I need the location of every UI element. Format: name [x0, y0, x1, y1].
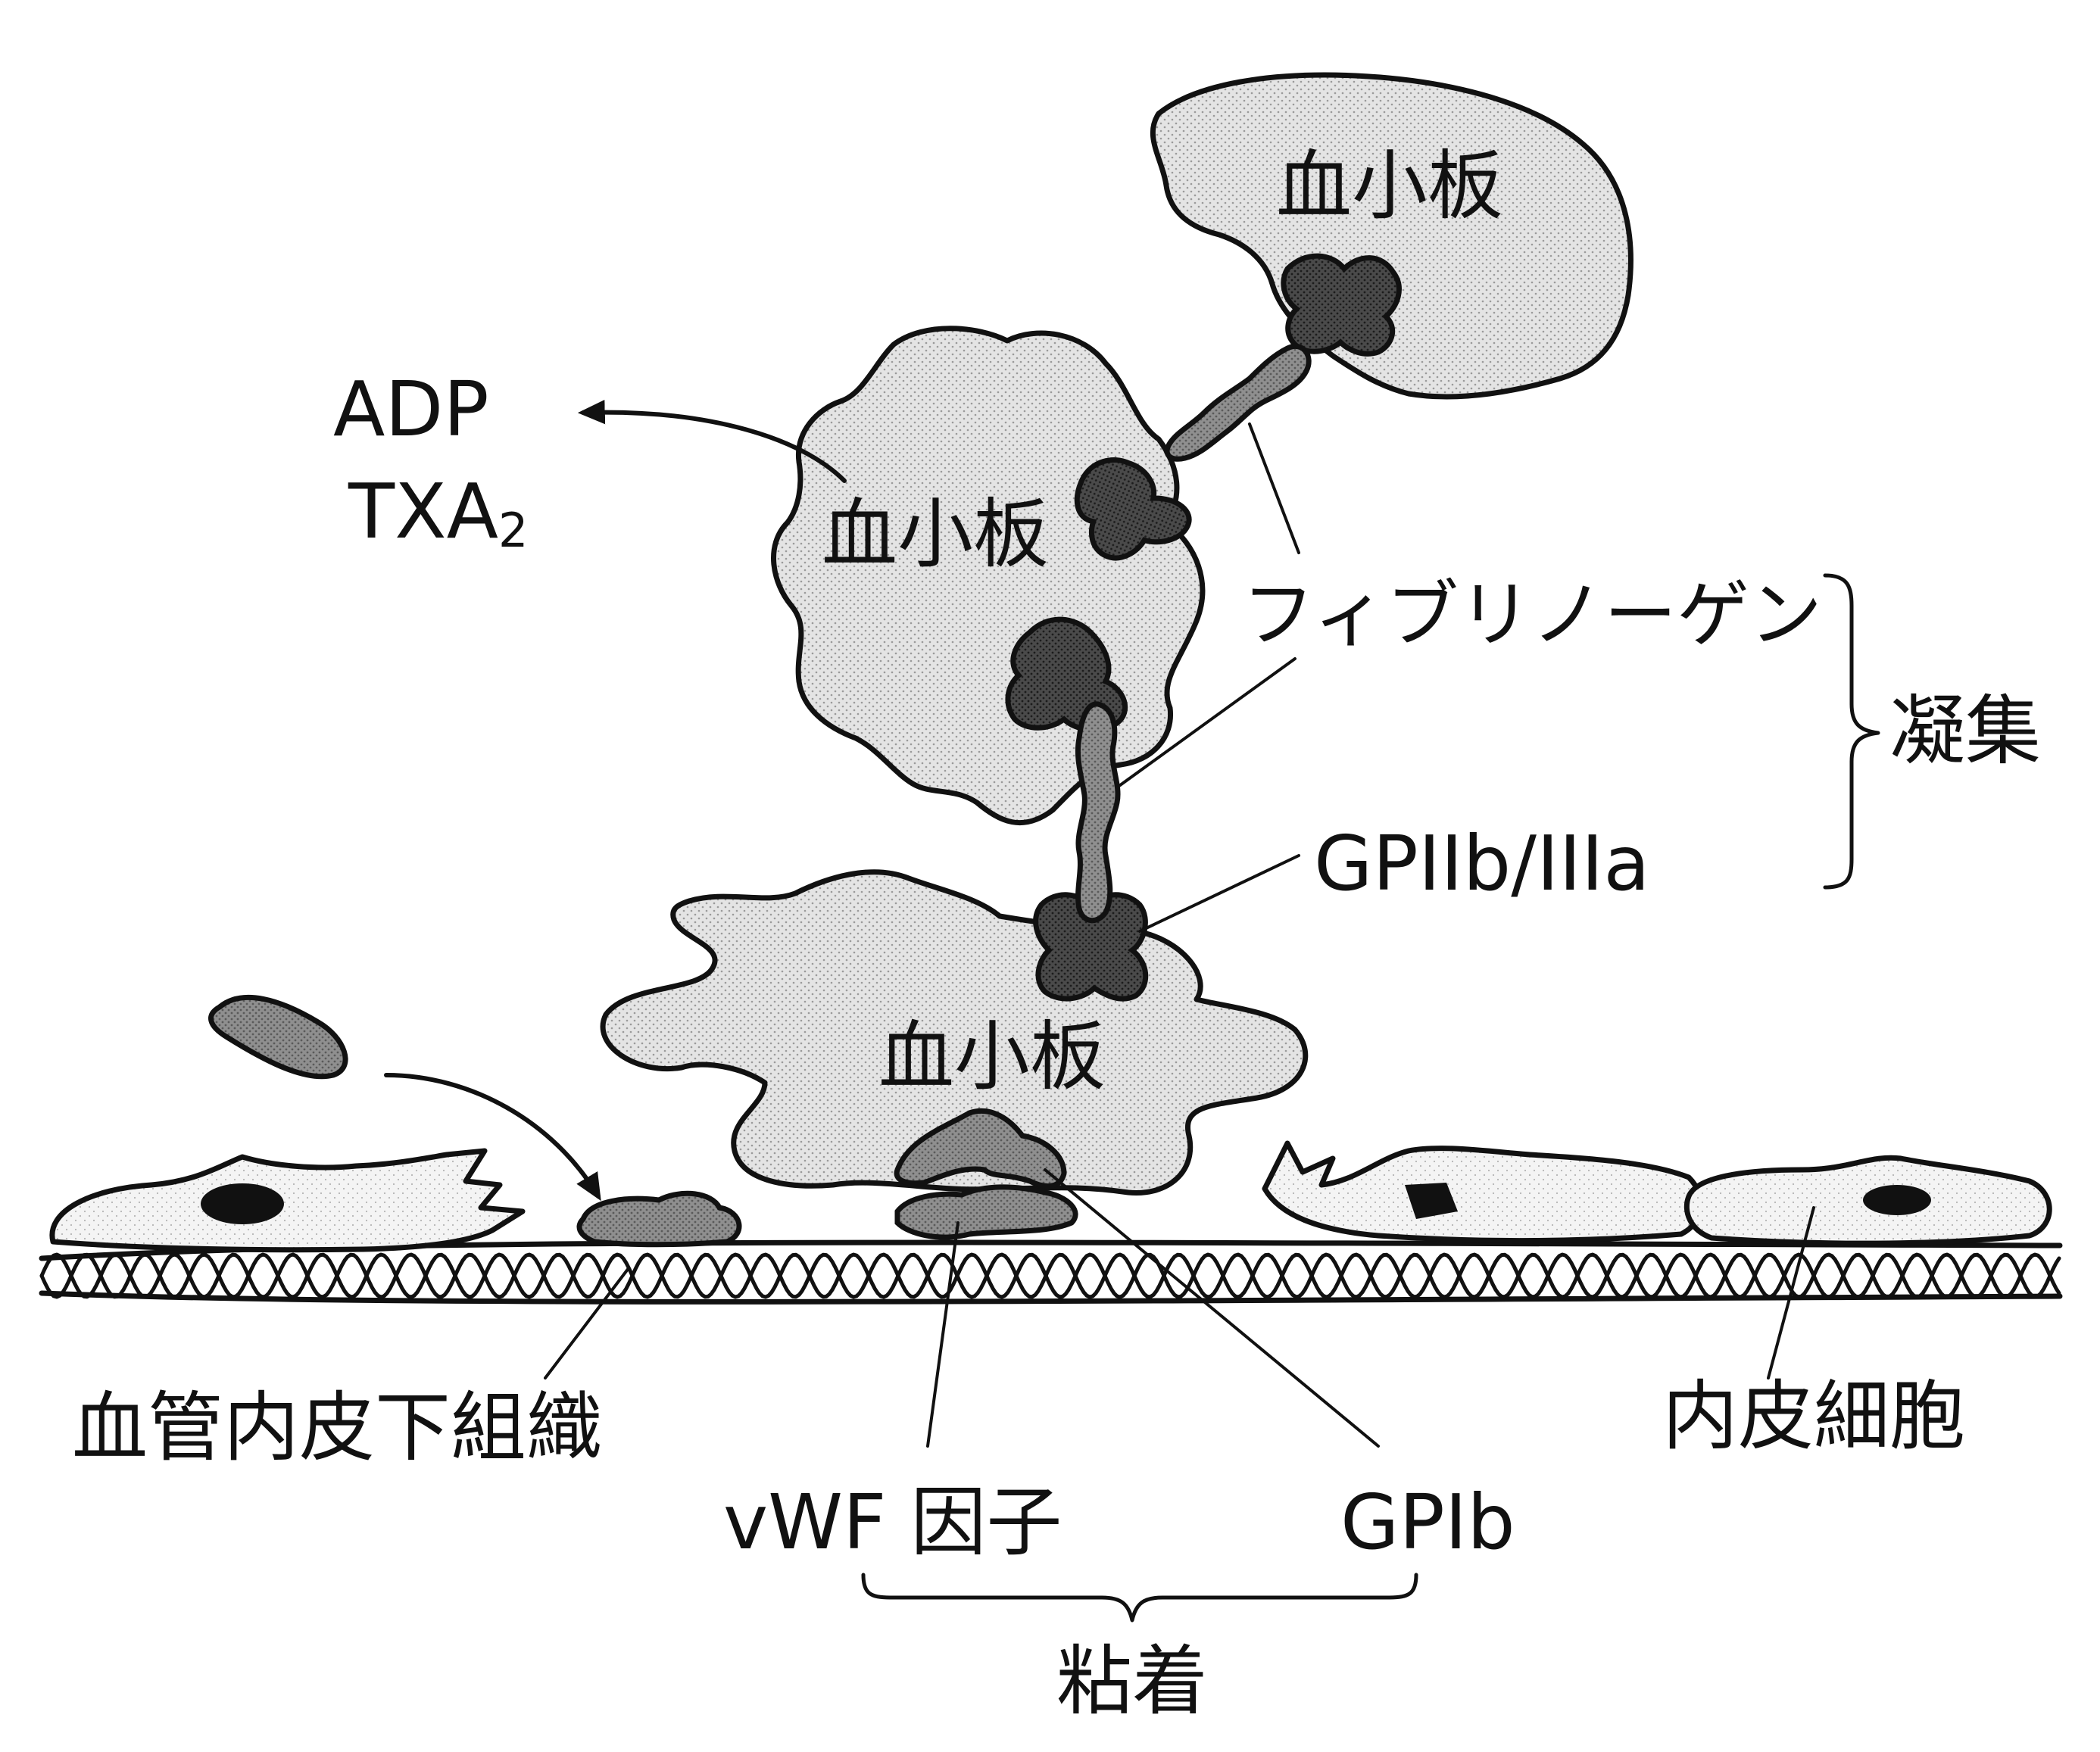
vwf-bound-left — [576, 1190, 742, 1248]
label-fibrinogen: フィブリノーゲン — [1242, 572, 1822, 657]
leader-lines — [544, 422, 1815, 1448]
adhesion-brace — [861, 1573, 1418, 1623]
aggregation-brace — [1823, 573, 1880, 890]
label-txa: TXA2 — [348, 467, 528, 558]
endothelial-cell-right-2 — [1683, 1155, 2052, 1246]
label-subendothelium: 血管内皮下組織 — [72, 1383, 602, 1472]
fibrinogen-lower — [1075, 701, 1121, 924]
label-endothelial-cell: 内皮細胞 — [1662, 1372, 1965, 1461]
gp2b3a-receptor-middle-upper — [1074, 457, 1192, 561]
gp2b3a-receptor-top — [1281, 253, 1402, 357]
label-gp1b: GPIb — [1340, 1478, 1515, 1567]
label-aggregation: 凝集 — [1889, 687, 2041, 775]
platelet-top — [1150, 72, 1634, 400]
label-platelet-bottom: 血小板 — [878, 1012, 1106, 1101]
vwf-arrow — [384, 1073, 601, 1202]
nucleus — [1405, 1183, 1458, 1219]
nucleus — [1863, 1185, 1931, 1215]
endothelial-cell-right-1 — [1262, 1140, 1704, 1244]
vwf-floating — [208, 994, 348, 1080]
label-adhesion: 粘着 — [1056, 1637, 1208, 1726]
gp1b-receptor — [894, 1108, 1067, 1189]
label-platelet-top: 血小板 — [1276, 142, 1503, 230]
label-gp2b3a: GPIIb/IIIa — [1314, 819, 1650, 908]
fibrinogen-upper — [1164, 343, 1312, 462]
endothelial-cell-left — [49, 1148, 526, 1253]
release-arrow — [577, 399, 847, 483]
label-txa-subscript: 2 — [498, 503, 528, 558]
label-platelet-middle: 血小板 — [822, 490, 1049, 578]
label-adp: ADP — [333, 365, 489, 454]
label-vwf: vWF 因子 — [723, 1478, 1062, 1567]
nucleus — [201, 1183, 284, 1224]
vwf-bound-under-platelet — [894, 1184, 1078, 1240]
